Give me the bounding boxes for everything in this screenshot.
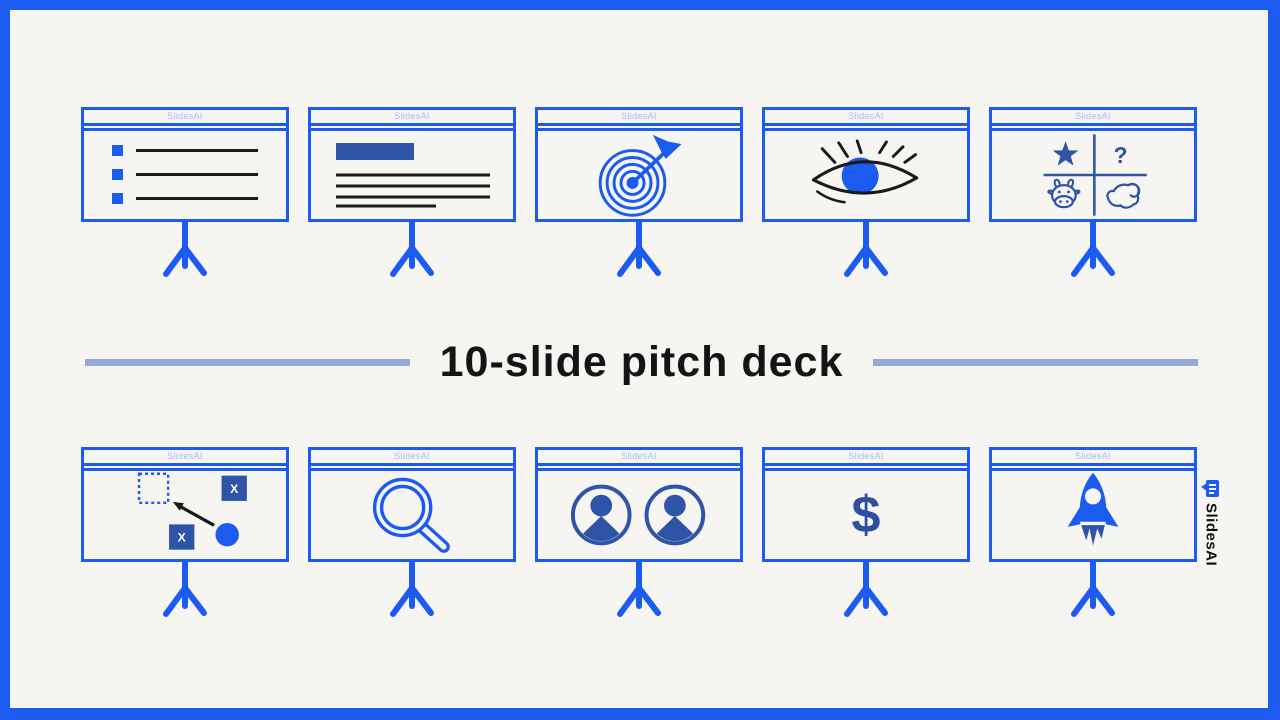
easel-stand bbox=[163, 561, 207, 617]
dollar-icon: $ bbox=[851, 486, 881, 544]
slide-board: SlidesAI bbox=[81, 107, 289, 222]
board-header-label: SlidesAI bbox=[621, 451, 657, 461]
board-divider bbox=[992, 128, 1194, 131]
x-marker-glyph: X bbox=[230, 482, 239, 496]
easel-bcg-matrix: SlidesAI ? bbox=[989, 107, 1197, 279]
easel-stand bbox=[617, 221, 661, 277]
easel-bullet-list: SlidesAI bbox=[81, 107, 289, 279]
slidesai-logo-icon bbox=[1201, 480, 1219, 497]
rocket-icon bbox=[1067, 472, 1119, 546]
board-header-label: SlidesAI bbox=[167, 111, 203, 121]
easel-funding: SlidesAI $ bbox=[762, 447, 970, 619]
dog-icon bbox=[1105, 182, 1140, 209]
rocket-flame bbox=[1081, 525, 1105, 546]
bullet-list-icon bbox=[112, 145, 258, 204]
title-band: 10-slide pitch deck bbox=[85, 322, 1199, 402]
strategy-map-icon: X X bbox=[137, 472, 247, 550]
board-divider bbox=[311, 128, 513, 131]
board-header-label: SlidesAI bbox=[167, 451, 203, 461]
slides-row-top: SlidesAI bbox=[10, 107, 1268, 279]
board-header-label: SlidesAI bbox=[1075, 451, 1111, 461]
easel-search: SlidesAI bbox=[308, 447, 516, 619]
board-divider bbox=[84, 128, 286, 131]
easel-vision: SlidesAI bbox=[762, 107, 970, 279]
easel-stand bbox=[390, 221, 434, 277]
cow-icon bbox=[1046, 178, 1080, 209]
slide-board: SlidesAI bbox=[762, 107, 970, 222]
board-header-label: SlidesAI bbox=[621, 111, 657, 121]
slidesai-logo-text: SlidesAI bbox=[1202, 503, 1220, 567]
bcg-matrix-icon: ? bbox=[1043, 134, 1147, 216]
slide-board: SlidesAI bbox=[535, 107, 743, 222]
team-icon bbox=[570, 484, 706, 546]
slide-board: SlidesAI bbox=[308, 447, 516, 562]
easel-target: SlidesAI bbox=[535, 107, 743, 279]
star-icon bbox=[1052, 141, 1078, 166]
dashed-target-box bbox=[137, 472, 170, 505]
poster-canvas: SlidesAI bbox=[10, 10, 1268, 708]
slide-board: SlidesAI bbox=[989, 447, 1197, 562]
board-header-label: SlidesAI bbox=[394, 111, 430, 121]
x-marker-glyph: X bbox=[178, 531, 187, 545]
board-divider bbox=[311, 468, 513, 471]
board-header-label: SlidesAI bbox=[1075, 111, 1111, 121]
right-divider-line bbox=[873, 358, 1199, 366]
board-divider bbox=[84, 468, 286, 471]
target-arrow-icon bbox=[598, 134, 682, 217]
easel-launch: SlidesAI bbox=[989, 447, 1197, 619]
person-avatar-icon bbox=[570, 484, 632, 546]
magnifier-icon bbox=[372, 477, 450, 553]
question-mark-glyph: ? bbox=[1113, 142, 1127, 168]
board-divider bbox=[765, 128, 967, 131]
slide-board: SlidesAI bbox=[308, 107, 516, 222]
easel-title-text: SlidesAI bbox=[308, 107, 516, 279]
board-header-label: SlidesAI bbox=[848, 111, 884, 121]
slide-board: SlidesAI bbox=[535, 447, 743, 562]
title-text-block-icon bbox=[336, 143, 490, 208]
easel-stand bbox=[844, 561, 888, 617]
player-dot bbox=[215, 522, 239, 547]
slidesai-watermark: SlidesAI bbox=[1200, 478, 1222, 566]
easel-stand bbox=[390, 561, 434, 617]
easel-stand bbox=[844, 221, 888, 277]
eye-icon bbox=[811, 139, 919, 204]
board-divider bbox=[538, 468, 740, 471]
slide-board: SlidesAI $ bbox=[762, 447, 970, 562]
board-header-label: SlidesAI bbox=[394, 451, 430, 461]
easel-stand bbox=[617, 561, 661, 617]
easel-team: SlidesAI bbox=[535, 447, 743, 619]
left-divider-line bbox=[85, 358, 410, 366]
page-title: 10-slide pitch deck bbox=[439, 337, 844, 386]
easel-stand bbox=[163, 221, 207, 277]
easel-stand bbox=[1071, 561, 1115, 617]
board-divider bbox=[538, 128, 740, 131]
board-divider bbox=[992, 468, 1194, 471]
board-header-label: SlidesAI bbox=[848, 451, 884, 461]
slides-row-bottom: SlidesAI X X bbox=[10, 447, 1268, 619]
board-divider bbox=[765, 468, 967, 471]
easel-strategy: SlidesAI X X bbox=[81, 447, 289, 619]
slide-board: SlidesAI ? bbox=[989, 107, 1197, 222]
move-arrow bbox=[179, 505, 215, 527]
easel-stand bbox=[1071, 221, 1115, 277]
slide-board: SlidesAI X X bbox=[81, 447, 289, 562]
person-avatar-icon bbox=[644, 484, 706, 546]
